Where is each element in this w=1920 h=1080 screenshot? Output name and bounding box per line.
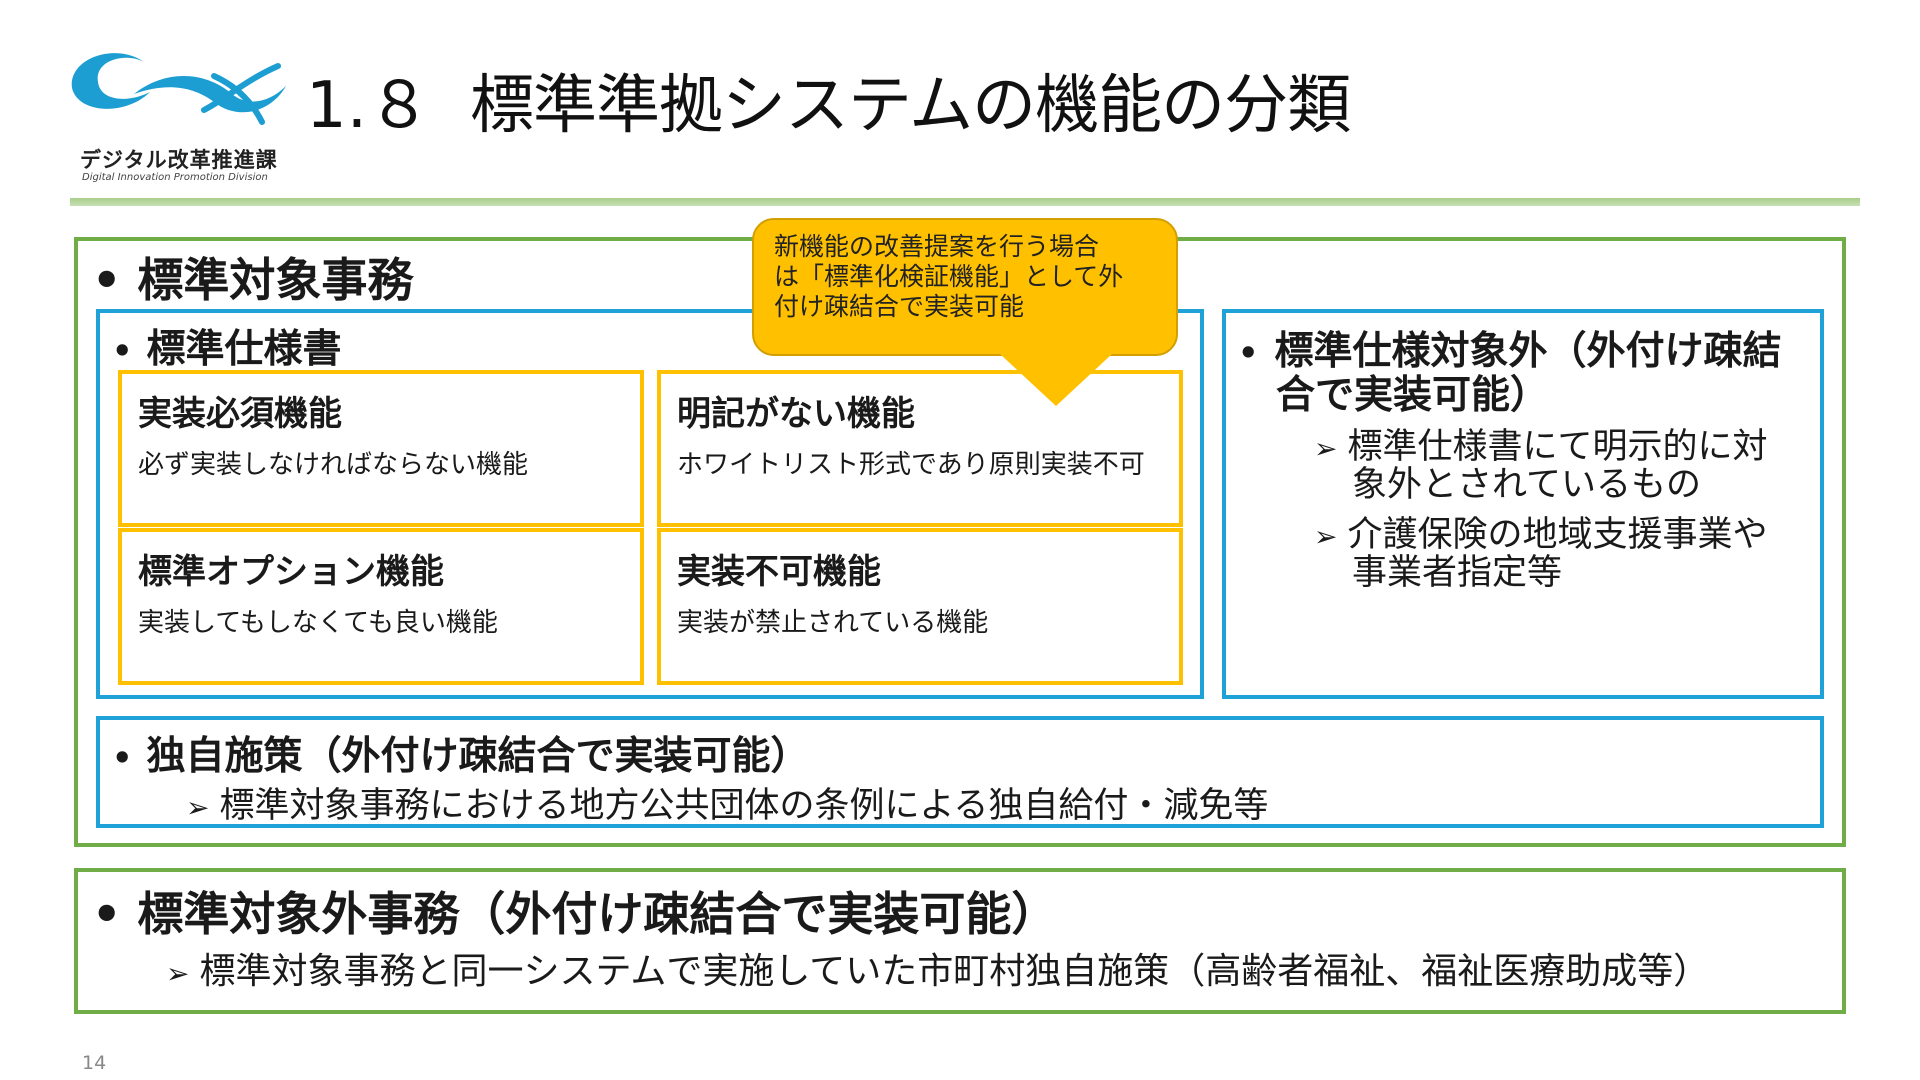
out-of-spec-item-1-cont: 象外とされているもの [1352,456,1701,507]
heading-text: 合で実装可能） [1276,373,1550,418]
item-text: 標準対象事務と同一システムで実施していた市町村独自施策（高齢者福祉、福祉医療助成… [199,951,1710,992]
bullet-icon: • [1238,334,1259,372]
header-divider [70,198,1860,206]
spec-cell-option: 標準オプション機能 実装してもしなくても良い機能 [118,528,644,685]
logo-text: デジタル改革推進課 [80,148,278,172]
arrow-bullet-icon: ➢ [1314,432,1338,465]
out-of-spec-item-2-cont: 事業者指定等 [1352,544,1562,595]
bullet-icon: • [112,332,133,370]
logo: デジタル改革推進課 Digital Innovation Promotion D… [64,40,294,190]
non-standard-item: ➢ 標準対象事務と同一システムで実施していた市町村独自施策（高齢者福祉、福祉医療… [166,942,1709,994]
cell-title: 標準オプション機能 [138,552,444,592]
cell-desc: 必ず実装しなければならない機能 [138,450,529,480]
heading-text: 標準仕様対象外（外付け疎結 [1274,329,1782,374]
spec-box [96,309,1204,699]
item-text: 介護保険の地域支援事業や [1347,515,1768,555]
item-text: 象外とされているもの [1352,465,1701,505]
page-number: 14 [82,1052,107,1074]
heading-text: 標準対象事務 [137,253,414,307]
spec-cell-required: 実装必須機能 必ず実装しなければならない機能 [118,370,644,527]
logo-subtext: Digital Innovation Promotion Division [82,172,268,183]
arrow-bullet-icon: ➢ [186,791,210,824]
bullet-icon: • [92,887,122,941]
arrow-bullet-icon: ➢ [1314,520,1338,553]
standard-scope-heading: • 標準対象事務 [92,244,413,310]
callout-line: 付け疎結合で実装可能 [774,292,1025,321]
own-policy-box [96,716,1824,828]
item-text: 事業者指定等 [1352,553,1563,593]
spec-heading: • 標準仕様書 [112,318,341,374]
callout-note: 新機能の改善提案を行う場合 は「標準化検証機能」として外 付け疎結合で実装可能 [752,218,1178,356]
own-policy-heading: • 独自施策（外付け疎結合で実装可能） [112,725,809,781]
callout-line: 新機能の改善提案を行う場合 [774,232,1100,261]
item-text: 標準仕様書にて明示的に対 [1347,427,1768,467]
wave-logo-icon [71,53,286,125]
heading-text: 標準仕様書 [146,327,342,372]
cell-desc: 実装してもしなくても良い機能 [138,608,498,638]
out-of-spec-item-1: ➢ 標準仕様書にて明示的に対 [1314,418,1767,469]
non-standard-box [74,868,1846,1014]
item-text: 標準対象事務における地方公共団体の条例による独自給付・減免等 [219,786,1269,826]
cell-title: 実装必須機能 [138,394,342,434]
out-of-spec-item-2: ➢ 介護保険の地域支援事業や [1314,506,1767,557]
callout-line: は「標準化検証機能」として外 [774,262,1124,291]
bullet-icon: • [112,739,133,777]
own-policy-item: ➢ 標準対象事務における地方公共団体の条例による独自給付・減免等 [186,777,1268,828]
spec-cell-prohibited: 実装不可機能 実装が禁止されている機能 [657,528,1183,685]
out-of-spec-heading-cont: 合で実装可能） [1276,364,1549,420]
non-standard-heading: • 標準対象外事務（外付け疎結合で実装可能） [92,878,1057,944]
spec-cell-unspecified: 明記がない機能 ホワイトリスト形式であり原則実装不可 [657,370,1183,527]
heading-text: 標準対象外事務（外付け疎結合で実装可能） [137,887,1058,941]
page-title: 標準準拠システムの機能の分類 [470,69,1351,143]
out-of-spec-heading: • 標準仕様対象外（外付け疎結 [1238,320,1781,376]
cell-title: 明記がない機能 [677,394,915,434]
callout-pointer [1000,354,1112,406]
cell-desc: 実装が禁止されている機能 [677,608,989,638]
arrow-bullet-icon: ➢ [166,957,190,990]
heading-text: 独自施策（外付け疎結合で実装可能） [146,734,810,779]
bullet-icon: • [92,253,122,307]
out-of-spec-box [1222,309,1824,699]
title-number: 1.８ [306,69,432,143]
cell-desc: ホワイトリスト形式であり原則実装不可 [677,450,1145,480]
cell-title: 実装不可機能 [677,552,881,592]
